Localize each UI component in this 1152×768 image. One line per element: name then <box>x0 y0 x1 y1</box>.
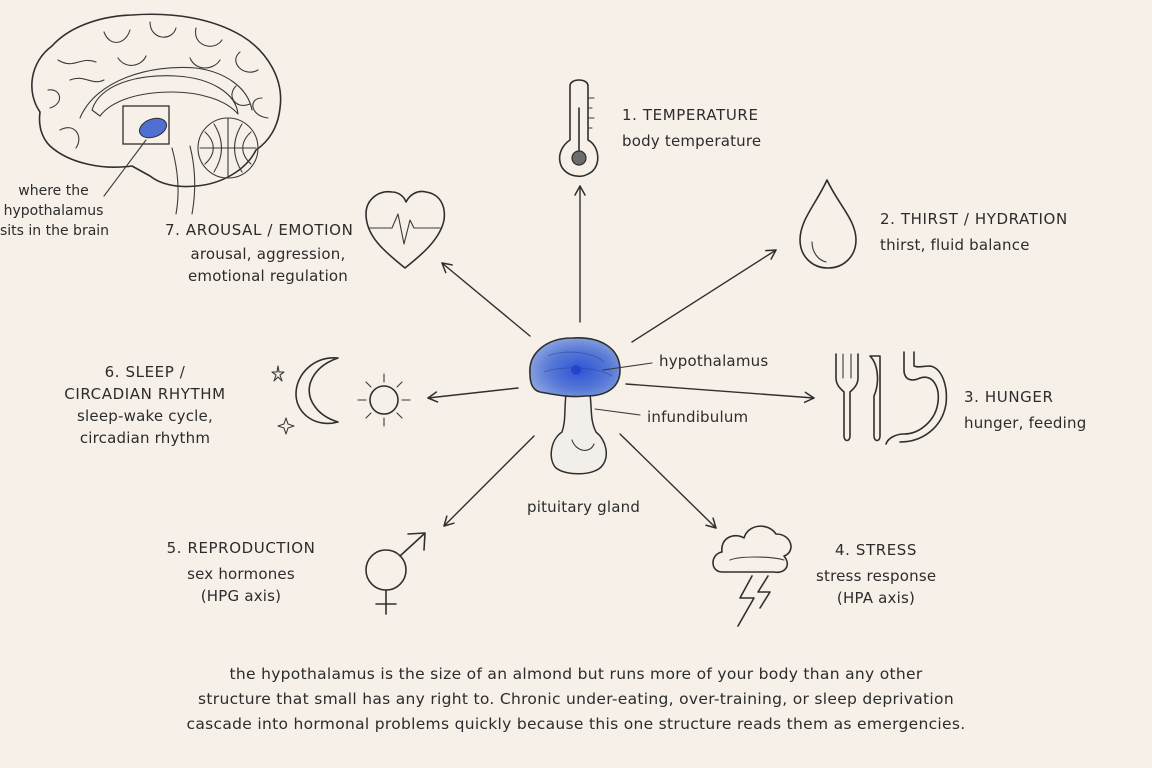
label-title: CIRCADIAN RHYTHM <box>64 385 226 403</box>
inset-caption-line: where the <box>18 183 89 199</box>
label-desc: sleep-wake cycle, <box>77 407 213 425</box>
arrow-arousal <box>441 262 531 337</box>
label-stress: 4. STRESS stress response (HPA axis) <box>816 539 936 609</box>
label-title: 7. AROUSAL / EMOTION <box>165 221 354 239</box>
label-title: 1. TEMPERATURE <box>622 106 759 124</box>
caption-line: the hypothalamus is the size of an almon… <box>229 665 923 683</box>
arrow-sleep <box>427 387 519 403</box>
inset-caption-line: sits in the brain <box>0 223 110 239</box>
label-desc: emotional regulation <box>187 267 349 285</box>
caption-line: cascade into hormonal problems quickly b… <box>186 715 966 733</box>
label-desc: thirst, fluid balance <box>880 236 1030 254</box>
label-sleep: 6. SLEEP / CIRCADIAN RHYTHM sleep-wake c… <box>60 361 230 449</box>
inset-caption-line: hypothalamus <box>3 203 104 219</box>
brain-sagittal-icon <box>31 13 282 215</box>
label-title: 5. REPRODUCTION <box>166 539 316 557</box>
gender-symbol-icon <box>365 532 426 615</box>
label-title: 3. HUNGER <box>964 388 1054 406</box>
label-desc: sex hormones <box>187 565 295 583</box>
label-title: 2. THIRST / HYDRATION <box>880 210 1068 228</box>
storm-cloud-icon <box>712 525 792 627</box>
label-desc: (HPG axis) <box>200 587 282 605</box>
label-title: 6. SLEEP / <box>104 363 186 381</box>
hypothalamus-label: hypothalamus <box>659 352 769 370</box>
hypothalamus-pituitary-illustration <box>529 337 653 475</box>
label-temperature: 1. TEMPERATURE body temperature <box>622 104 761 152</box>
label-desc: body temperature <box>622 132 762 150</box>
label-hunger: 3. HUNGER hunger, feeding <box>964 386 1086 434</box>
label-reproduction: 5. REPRODUCTION sex hormones (HPG axis) <box>166 537 316 607</box>
label-title: 4. STRESS <box>834 541 918 559</box>
moon-sun-icon <box>271 357 411 435</box>
arrow-hunger <box>625 383 815 404</box>
heart-pulse-icon <box>365 190 446 269</box>
thermometer-icon <box>558 79 599 178</box>
label-desc: hunger, feeding <box>964 414 1087 432</box>
label-desc: circadian rhythm <box>79 429 211 447</box>
arrow-thirst <box>631 249 777 343</box>
arrow-reproduction <box>443 435 535 527</box>
water-drop-icon <box>799 179 857 269</box>
label-arousal: 7. AROUSAL / EMOTION arousal, aggression… <box>165 219 355 287</box>
fork-knife-stomach-icon <box>835 351 948 445</box>
inset-caption: where the hypothalamus sits in the brain <box>0 181 110 241</box>
label-desc: arousal, aggression, <box>190 245 346 263</box>
caption-line: structure that small has any right to. C… <box>198 690 954 708</box>
infundibulum-label: infundibulum <box>647 408 749 426</box>
label-desc: stress response <box>816 567 937 585</box>
label-thirst: 2. THIRST / HYDRATION thirst, fluid bala… <box>880 208 1068 256</box>
footer-caption: the hypothalamus is the size of an almon… <box>160 662 992 737</box>
connector-arrows <box>427 185 815 529</box>
label-desc: (HPA axis) <box>836 589 916 607</box>
arrow-stress <box>619 433 717 529</box>
pituitary-gland-label: pituitary gland <box>527 498 641 516</box>
